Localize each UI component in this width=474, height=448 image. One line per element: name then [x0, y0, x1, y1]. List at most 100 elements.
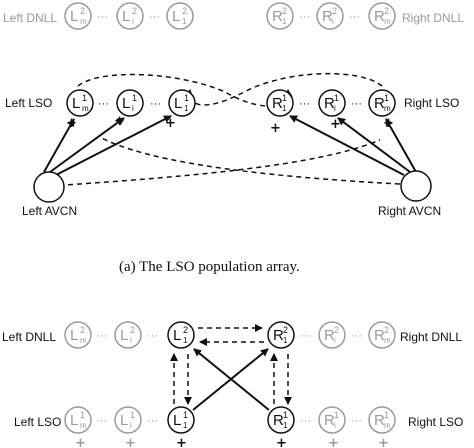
neuron-circle — [318, 321, 346, 349]
neuron-layer-index: 2 — [282, 6, 287, 16]
neuron-layer-index: 2 — [182, 6, 187, 16]
neuron-circle — [368, 406, 396, 434]
neuron-layer-index: 2 — [332, 6, 337, 16]
plus-sign: + — [165, 116, 176, 131]
ellipsis: ··· — [147, 330, 158, 342]
neuron-circle — [318, 89, 346, 117]
neuron-letter: L — [70, 8, 78, 25]
neuron-circle — [116, 89, 144, 117]
neuron-letter: L — [174, 95, 182, 112]
neuron-letter: R — [272, 95, 283, 112]
neuron-position-index: 1 — [183, 421, 188, 430]
neuron-position-index: 1 — [283, 336, 288, 345]
neuron-position-index: m — [384, 17, 391, 26]
ellipsis: ··· — [147, 415, 158, 427]
neuron-layer-index: 1 — [384, 410, 389, 420]
caption-a: (a) The LSO population array. — [119, 259, 300, 275]
neuron-circle — [267, 406, 295, 434]
neuron-layer-index: 2 — [384, 325, 389, 335]
neuron-letter: R — [374, 327, 385, 344]
neuron-layer-index: 1 — [80, 410, 85, 420]
left-dnll-label: Left DNLL — [2, 330, 56, 344]
neuron-letter: R — [374, 8, 385, 25]
neuron-letter: R — [374, 412, 385, 429]
ellipsis: ··· — [299, 11, 310, 23]
neuron-layer-index: 1 — [82, 93, 87, 103]
right-lso-label: Right LSO — [408, 415, 463, 429]
neuron-layer-index: 1 — [183, 410, 188, 420]
plus-sign: + — [66, 116, 77, 131]
neuron-position-index: 1 — [183, 336, 188, 345]
neuron-position-index: 1 — [182, 17, 187, 26]
neuron-layer-index: 1 — [334, 93, 339, 103]
plus-sign: + — [328, 436, 339, 448]
neuron-position-index: m — [80, 421, 87, 430]
neuron-position-index: 1 — [282, 17, 287, 26]
neuron-letter: R — [322, 8, 333, 25]
excitatory-arrow — [49, 117, 125, 173]
left-lso-label: Left LSO — [5, 96, 52, 110]
neuron-position-index: 1 — [283, 421, 288, 430]
neuron-letter: R — [273, 412, 284, 429]
neuron-circle — [116, 2, 144, 30]
neuron-layer-index: 2 — [283, 325, 288, 335]
neuron-position-index: m — [80, 336, 87, 345]
neuron-letter: R — [324, 95, 335, 112]
ellipsis: ··· — [351, 330, 362, 342]
ellipsis: ··· — [351, 415, 362, 427]
neuron-position-index: m — [384, 421, 391, 430]
neuron-letter: R — [324, 327, 335, 344]
neuron-position-index: i — [130, 421, 132, 430]
neuron-circle — [64, 406, 92, 434]
ellipsis: ··· — [96, 415, 107, 427]
neuron-position-index: m — [384, 336, 391, 345]
right-avcn-node — [400, 170, 432, 202]
neuron-letter: R — [374, 95, 385, 112]
neuron-position-index: i — [334, 336, 336, 345]
neuron-position-index: 1 — [282, 104, 287, 113]
dashed-connection — [97, 135, 419, 186]
neuron-letter: L — [122, 8, 130, 25]
neuron-layer-index: 1 — [184, 93, 189, 103]
neuron-position-index: i — [132, 17, 134, 26]
neuron-circle — [368, 321, 396, 349]
left-lso-label: Left LSO — [14, 415, 61, 429]
neuron-layer-index: 1 — [384, 93, 389, 103]
excitatory-arrow — [193, 348, 270, 411]
excitatory-arrow — [385, 118, 417, 173]
ellipsis: ··· — [300, 415, 311, 427]
neuron-letter: L — [173, 412, 181, 429]
excitatory-arrow — [43, 118, 75, 173]
ellipsis: ··· — [299, 98, 310, 110]
neuron-letter: L — [120, 327, 128, 344]
neuron-circle — [168, 89, 196, 117]
ellipsis: ··· — [97, 11, 108, 23]
left-avcn-node — [33, 171, 65, 203]
ellipsis: ··· — [349, 11, 360, 23]
neuron-position-index: 1 — [184, 104, 189, 113]
neuron-circle — [64, 321, 92, 349]
neuron-letter: R — [272, 8, 283, 25]
neuron-circle — [316, 2, 344, 30]
neuron-layer-index: 1 — [334, 410, 339, 420]
neuron-circle — [318, 406, 346, 434]
neuron-circle — [114, 321, 142, 349]
neuron-layer-index: 1 — [283, 410, 288, 420]
neuron-position-index: i — [132, 104, 134, 113]
ellipsis: ··· — [150, 98, 161, 110]
neuron-layer-index: 2 — [334, 325, 339, 335]
